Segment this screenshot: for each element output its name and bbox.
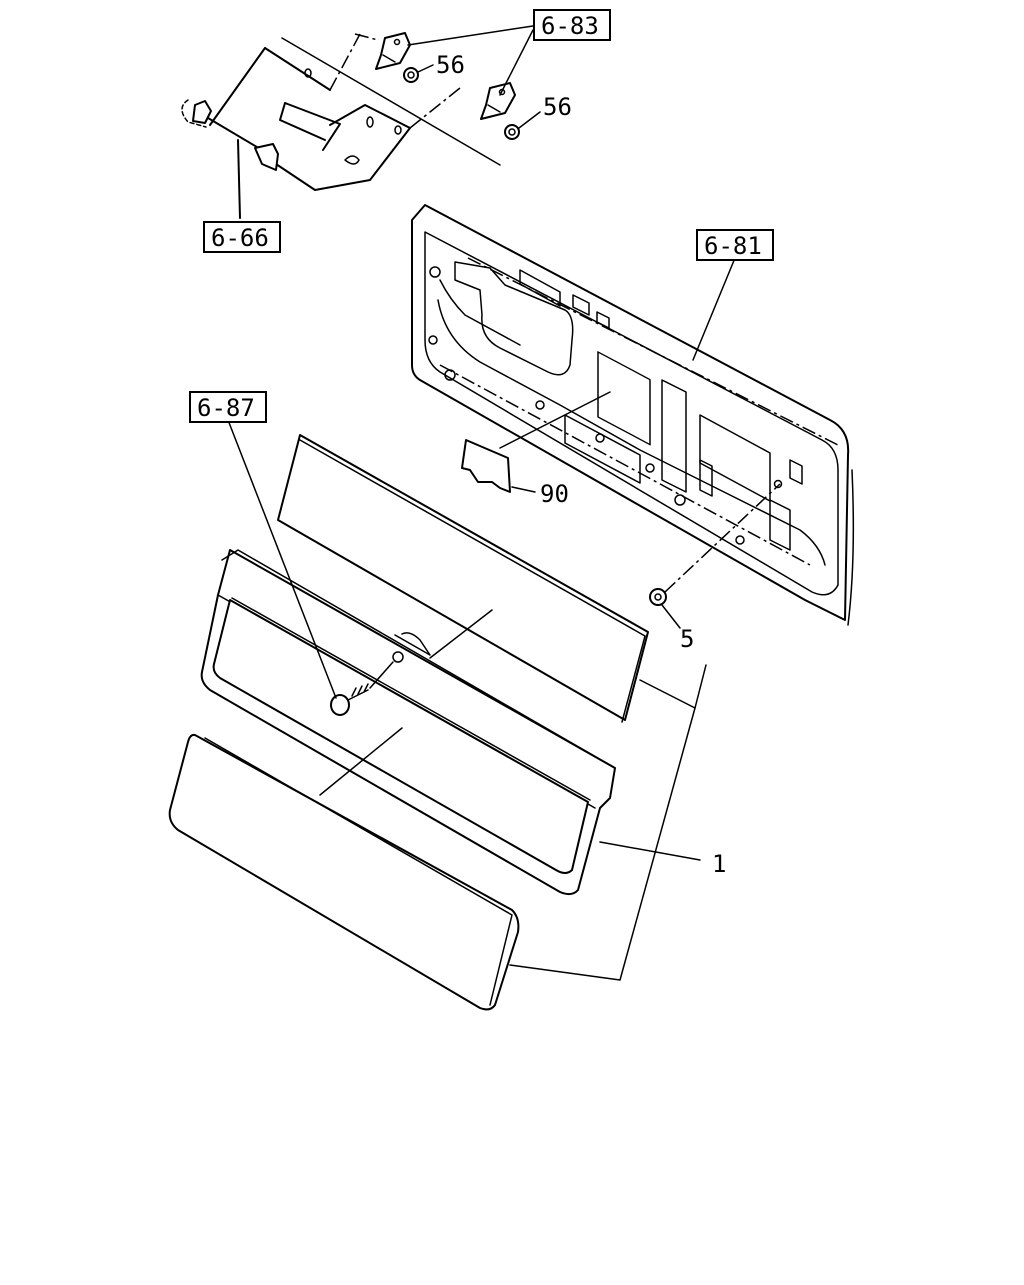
label-56-top: 56 — [436, 51, 465, 79]
label-5: 5 — [680, 625, 694, 653]
screw-6-87[interactable] — [227, 419, 394, 716]
label-56-lower: 56 — [543, 93, 572, 121]
callout-6-87[interactable]: 6-87 — [189, 391, 267, 423]
trim-frame[interactable] — [200, 549, 616, 896]
bracket-leader-1 — [509, 664, 707, 981]
upper-trim-board[interactable] — [277, 434, 649, 723]
lower-trim-board[interactable] — [168, 727, 520, 1011]
nut-56-lower[interactable] — [504, 111, 541, 140]
callout-6-81[interactable]: 6-81 — [696, 229, 774, 261]
pad-90[interactable] — [461, 391, 611, 493]
svg-text:6-66: 6-66 — [211, 224, 269, 252]
svg-text:6-83: 6-83 — [541, 12, 599, 40]
door-inner-panel[interactable] — [411, 204, 855, 626]
leader-6-83-a — [407, 25, 534, 46]
bracket-left[interactable] — [375, 32, 411, 70]
roof-rail-assembly — [209, 33, 501, 191]
callout-6-66[interactable]: 6-66 — [203, 221, 281, 253]
nut-56-top[interactable] — [403, 64, 434, 83]
callout-6-83[interactable]: 6-83 — [533, 9, 611, 41]
leader-6-81 — [692, 257, 736, 361]
label-90: 90 — [540, 480, 569, 508]
svg-text:6-81: 6-81 — [704, 232, 762, 260]
grab-handle[interactable] — [181, 99, 279, 219]
leader-6-83-b — [499, 29, 534, 96]
bracket-right[interactable] — [480, 82, 516, 120]
label-1: 1 — [712, 850, 726, 878]
clip-5[interactable] — [649, 479, 783, 629]
svg-text:6-87: 6-87 — [197, 394, 255, 422]
